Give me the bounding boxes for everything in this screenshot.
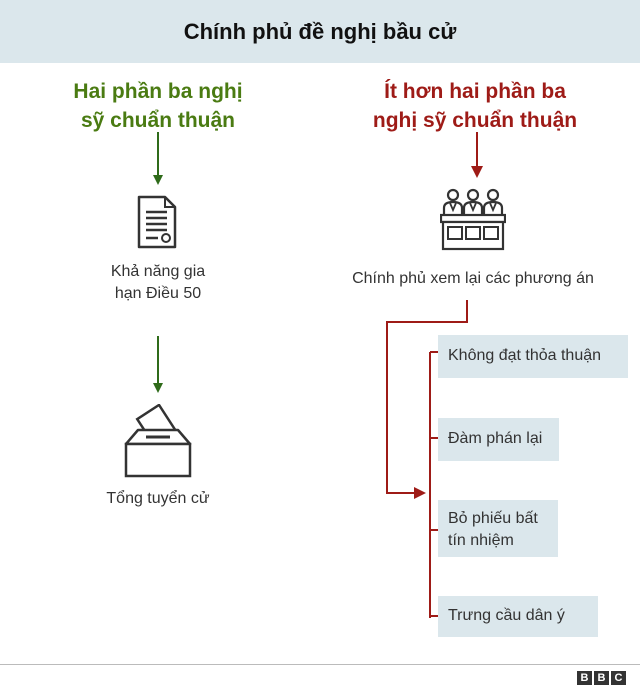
government-review-caption: Chính phủ xem lại các phương án	[352, 270, 594, 287]
option-no-confidence: Bỏ phiếu bất tín nhiệm	[438, 500, 558, 557]
review-connector	[386, 300, 468, 499]
option-referendum-label: Trưng cầu dân ý	[448, 607, 565, 624]
logo-letter-2: B	[594, 671, 609, 685]
extension-line-1: Khả năng gia	[110, 263, 206, 280]
header-banner: Chính phủ đề nghị bầu cử	[0, 0, 640, 63]
right-branch-title: Ít hơn hai phần ba nghị sỹ chuẩn thuận	[330, 77, 620, 135]
election-caption: Tổng tuyển cử	[106, 490, 210, 507]
footer-divider	[0, 664, 640, 665]
right-title-line-2: nghị sỹ chuẩn thuận	[372, 109, 578, 132]
option-no-deal: Không đạt thỏa thuận	[438, 335, 628, 378]
left-title-line-2: sỹ chuẩn thuận	[80, 109, 236, 132]
bbc-logo: B B C	[577, 671, 626, 685]
logo-letter-1: B	[577, 671, 592, 685]
logo-letter-3: C	[611, 671, 626, 685]
left-title-line-1: Hai phần ba nghị	[73, 80, 243, 103]
page-title: Chính phủ đề nghị bầu cử	[183, 18, 457, 44]
document-icon	[137, 195, 177, 249]
option-no-deal-label: Không đạt thỏa thuận	[448, 347, 602, 364]
extension-line-2: hạn Điều 50	[114, 285, 202, 302]
right-title-line-1: Ít hơn hai phần ba	[384, 80, 566, 103]
ballot-box-icon	[124, 404, 192, 478]
committee-icon	[440, 188, 506, 251]
option-no-confidence-line-2: tín nhiệm	[448, 532, 514, 549]
left-branch-title: Hai phần ba nghị sỹ chuẩn thuận	[38, 77, 278, 135]
option-no-confidence-line-1: Bỏ phiếu bất	[448, 510, 538, 527]
option-renegotiate-label: Đàm phán lại	[448, 430, 543, 447]
option-renegotiate: Đàm phán lại	[438, 418, 559, 461]
option-referendum: Trưng cầu dân ý	[438, 596, 598, 637]
extension-caption: Khả năng gia hạn Điều 50	[78, 261, 238, 305]
